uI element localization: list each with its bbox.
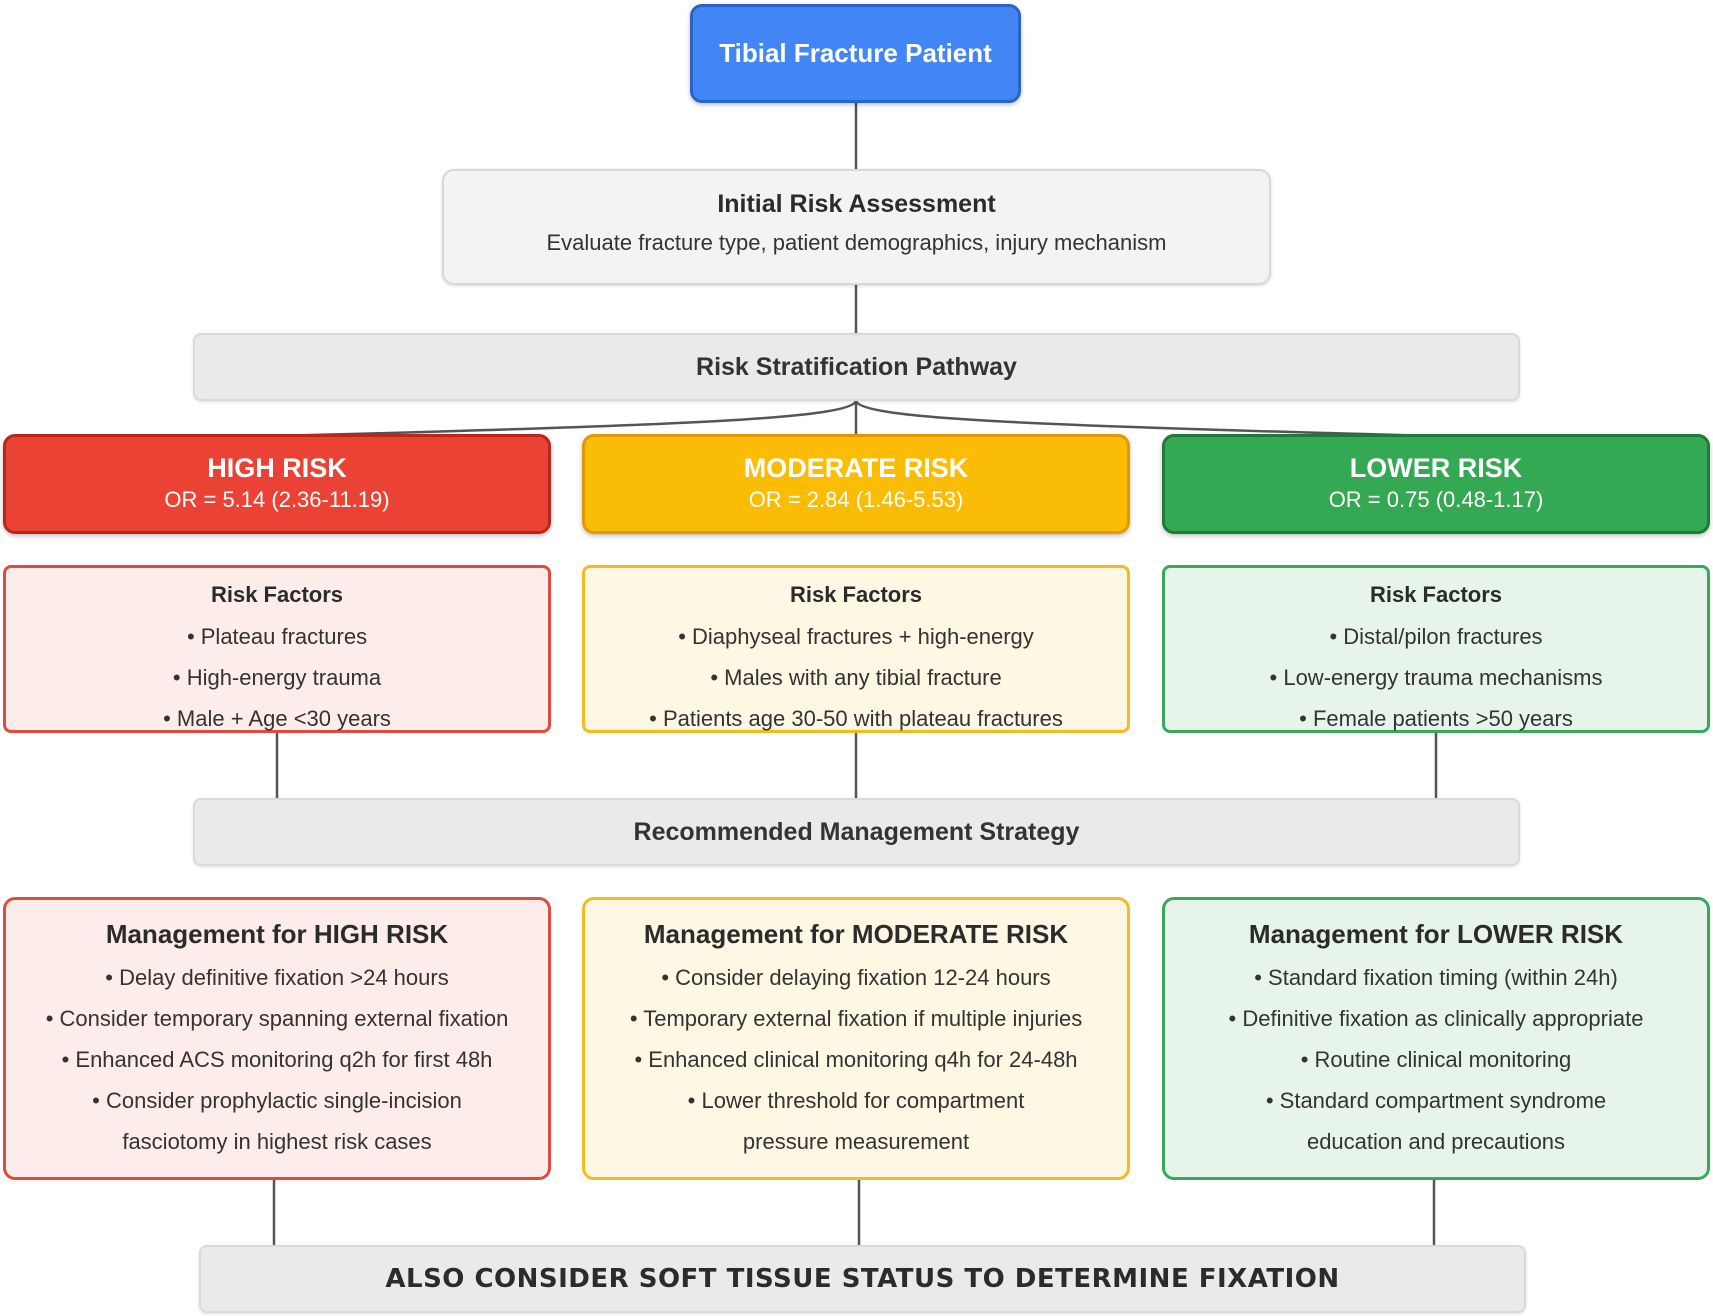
moderate-risk-factor-item: • Patients age 30-50 with plateau fractu… — [649, 706, 1063, 731]
high-risk-management-item: • Consider temporary spanning external f… — [45, 1006, 509, 1031]
moderate-risk-management-panel: Management for MODERATE RISK • Consider … — [582, 897, 1130, 1180]
lower-risk-title: LOWER RISK — [1349, 453, 1523, 483]
lower-risk-factor-item: • Female patients >50 years — [1299, 706, 1573, 731]
high-risk-title: HIGH RISK — [207, 453, 347, 483]
high-risk-factors-title: Risk Factors — [210, 582, 344, 607]
management-strategy-bar: Recommended Management Strategy — [193, 798, 1520, 866]
lower-risk-management-item: • Definitive fixation as clinically appr… — [1228, 1006, 1644, 1031]
moderate-risk-management-title: Management for MODERATE RISK — [643, 919, 1069, 949]
stratification-label: Risk Stratification Pathway — [696, 353, 1017, 381]
moderate-risk-odds-ratio: OR = 2.84 (1.46-5.53) — [748, 487, 964, 512]
soft-tissue-note-label: ALSO CONSIDER SOFT TISSUE STATUS TO DETE… — [385, 1264, 1340, 1294]
moderate-risk-management-item-continued: pressure measurement — [742, 1129, 970, 1154]
connector-strat-high — [276, 400, 858, 438]
moderate-risk-factors-panel: Risk Factors • Diaphyseal fractures + hi… — [582, 565, 1130, 733]
lower-risk-odds-ratio: OR = 0.75 (0.48-1.17) — [1328, 487, 1544, 512]
moderate-risk-management-item: • Lower threshold for compartment — [687, 1088, 1025, 1113]
moderate-risk-management-item: • Enhanced clinical monitoring q4h for 2… — [634, 1047, 1078, 1072]
lower-risk-management-item: • Standard compartment syndrome — [1265, 1088, 1607, 1113]
lower-risk-management-title: Management for LOWER RISK — [1248, 919, 1624, 949]
lower-risk-factor-item: • Distal/pilon fractures — [1329, 624, 1543, 649]
root-node: Tibial Fracture Patient — [690, 4, 1021, 103]
high-risk-management-title: Management for HIGH RISK — [105, 919, 449, 949]
moderate-risk-factors-title: Risk Factors — [789, 582, 923, 607]
lower-risk-factors-panel: Risk Factors • Distal/pilon fractures • … — [1162, 565, 1710, 733]
management-strategy-label: Recommended Management Strategy — [633, 818, 1080, 846]
moderate-risk-management-item: • Consider delaying fixation 12-24 hours — [661, 965, 1051, 990]
moderate-risk-node: MODERATE RISK OR = 2.84 (1.46-5.53) — [582, 434, 1130, 534]
high-risk-management-item: • Consider prophylactic single-incision — [92, 1088, 462, 1113]
root-node-label: Tibial Fracture Patient — [719, 38, 992, 68]
high-risk-node: HIGH RISK OR = 5.14 (2.36-11.19) — [3, 434, 551, 534]
soft-tissue-note-bar: ALSO CONSIDER SOFT TISSUE STATUS TO DETE… — [199, 1245, 1526, 1313]
high-risk-factors-panel: Risk Factors • Plateau fractures • High-… — [3, 565, 551, 733]
assessment-title: Initial Risk Assessment — [717, 190, 996, 218]
moderate-risk-management-item: • Temporary external fixation if multipl… — [629, 1006, 1083, 1031]
lower-risk-management-item-continued: education and precautions — [1306, 1129, 1566, 1154]
stratification-bar: Risk Stratification Pathway — [193, 333, 1520, 401]
connector-strat-lower — [854, 400, 1437, 438]
high-risk-factor-item: • Plateau fractures — [186, 624, 368, 649]
lower-risk-management-panel: Management for LOWER RISK • Standard fix… — [1162, 897, 1710, 1180]
lower-risk-management-item: • Standard fixation timing (within 24h) — [1254, 965, 1618, 990]
high-risk-management-item: • Enhanced ACS monitoring q2h for first … — [61, 1047, 493, 1072]
initial-assessment-node: Initial Risk Assessment Evaluate fractur… — [442, 169, 1271, 285]
moderate-risk-factor-item: • Diaphyseal fractures + high-energy — [678, 624, 1034, 649]
moderate-risk-factor-item: • Males with any tibial fracture — [710, 665, 1002, 690]
moderate-risk-title: MODERATE RISK — [743, 453, 969, 483]
high-risk-factor-item: • High-energy trauma — [172, 665, 382, 690]
lower-risk-node: LOWER RISK OR = 0.75 (0.48-1.17) — [1162, 434, 1710, 534]
lower-risk-management-item: • Routine clinical monitoring — [1300, 1047, 1572, 1072]
high-risk-management-panel: Management for HIGH RISK • Delay definit… — [3, 897, 551, 1180]
high-risk-odds-ratio: OR = 5.14 (2.36-11.19) — [164, 487, 390, 512]
high-risk-factor-item: • Male + Age <30 years — [163, 706, 391, 731]
high-risk-management-item: • Delay definitive fixation >24 hours — [105, 965, 449, 990]
high-risk-management-item-continued: fasciotomy in highest risk cases — [122, 1129, 432, 1154]
lower-risk-factor-item: • Low-energy trauma mechanisms — [1269, 665, 1603, 690]
assessment-description: Evaluate fracture type, patient demograp… — [546, 230, 1167, 255]
lower-risk-factors-title: Risk Factors — [1369, 582, 1503, 607]
